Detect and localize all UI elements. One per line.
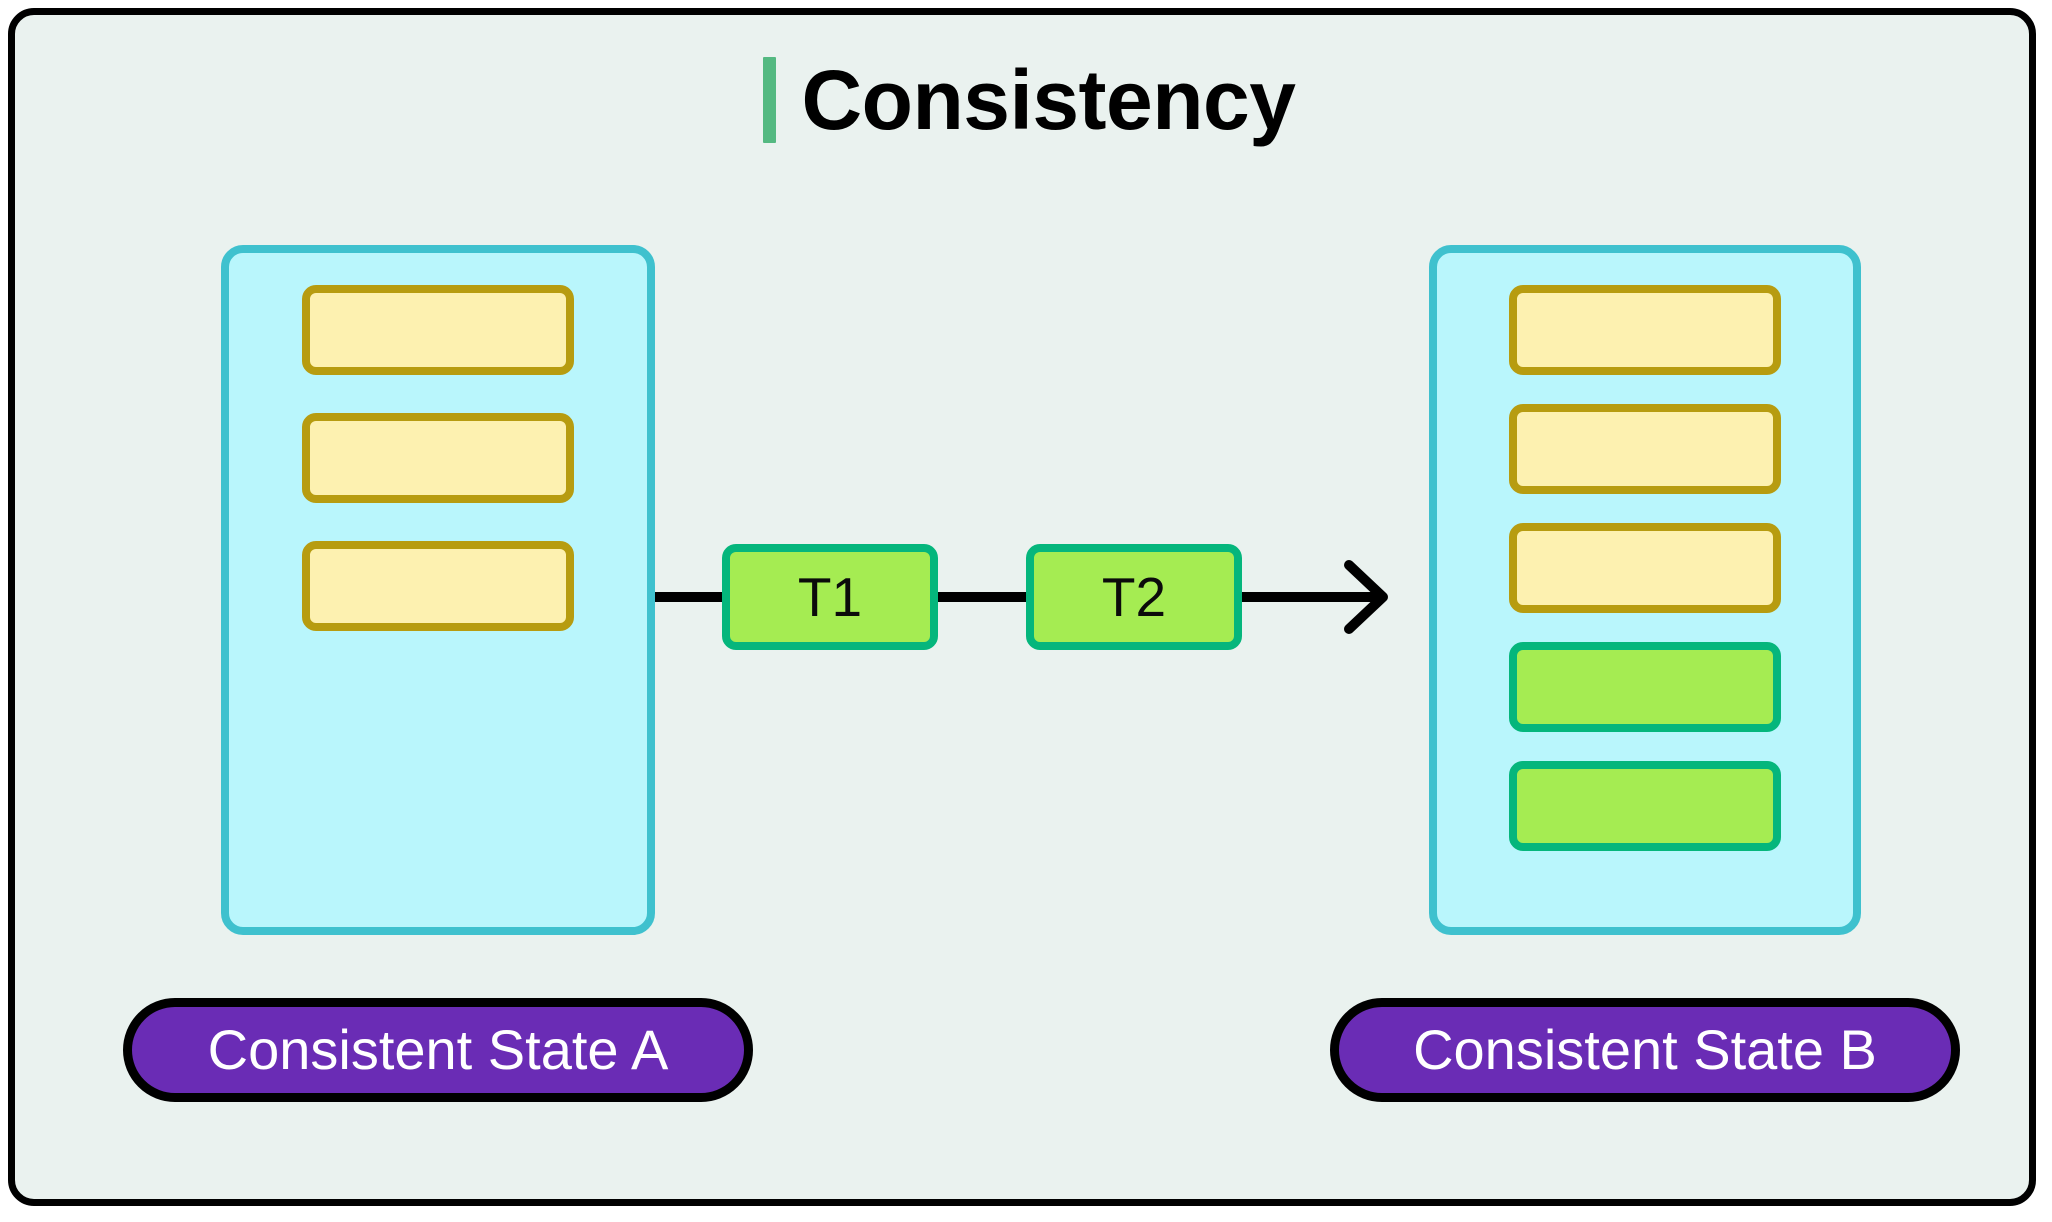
diagram-frame: Consistency T1 T2	[8, 8, 2036, 1206]
state-label-left-text: Consistent State A	[207, 1018, 669, 1081]
record-row	[1509, 523, 1781, 613]
page-title: Consistency	[15, 45, 2043, 155]
state-label-right-text: Consistent State B	[1413, 1018, 1877, 1081]
state-label-left: Consistent State A	[123, 998, 753, 1102]
title-text: Consistency	[801, 53, 1297, 147]
state-container-left	[221, 245, 655, 935]
transaction-box-t2[interactable]: T2	[1026, 544, 1242, 650]
transaction-label: T1	[797, 565, 863, 628]
flow-connectors	[655, 560, 1388, 634]
record-row	[1509, 404, 1781, 494]
record-row	[302, 413, 574, 503]
state-label-right: Consistent State B	[1330, 998, 1960, 1102]
state-container-right	[1429, 245, 1861, 935]
title-accent-bar	[762, 57, 776, 143]
record-row-added	[1509, 761, 1781, 851]
transaction-box-t1[interactable]: T1	[722, 544, 938, 650]
transaction-flow: T1 T2	[655, 535, 1399, 650]
transaction-label: T2	[1101, 565, 1167, 628]
record-row	[302, 285, 574, 375]
record-row-added	[1509, 642, 1781, 732]
record-row	[302, 541, 574, 631]
record-row	[1509, 285, 1781, 375]
arrow-head-icon	[1344, 560, 1388, 634]
